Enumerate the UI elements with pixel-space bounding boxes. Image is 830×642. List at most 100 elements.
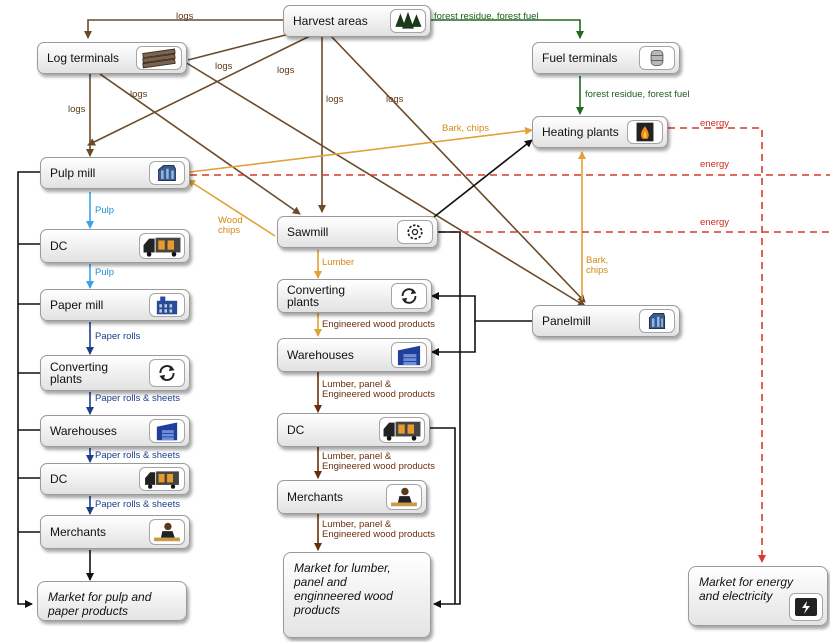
edge-label-bark-chips: Bark, chips [442,123,489,134]
node-converting-plants-left: Converting plants [40,355,190,391]
edge-logterminals-sawmill [99,73,301,215]
node-merchants-left: Merchants [40,515,190,549]
edge-label-logs: logs [68,104,86,115]
edge-label-forest-residue: forest residue, forest fuel [585,89,690,100]
edge-pulpmill-heating-chips [189,126,533,173]
edge-left-market-bus [17,171,40,608]
edge-sawmill-heating [419,139,533,229]
node-label: Converting plants [287,283,346,309]
edge-label-forest-residue: forest residue, forest fuel [434,11,539,22]
fire-icon [627,120,663,144]
market-energy: Market for energy and electricity [688,566,828,626]
node-label: DC [287,423,305,437]
node-label: Warehouses [287,348,354,362]
cycle-arrows-icon [391,283,427,309]
market-lumber: Market for lumber, panel and enginneered… [283,552,431,638]
node-paper-mill: Paper mill [40,289,190,321]
node-label: Warehouses [50,424,117,438]
node-label: Pulp mill [50,166,96,180]
edge-label-energy: energy [700,118,730,129]
node-sawmill: Sawmill [277,216,438,248]
edge-panelmill-converting [431,292,532,322]
edge-label-energy: energy [700,217,730,228]
node-label: Heating plants [542,125,619,139]
power-outlet-icon [789,593,823,621]
factory-icon [149,161,185,185]
node-label: Sawmill [287,225,329,239]
market-label: Market for energy and electricity [699,575,794,603]
truck-icon [139,233,185,259]
edge-label-pulp: Pulp [95,267,115,278]
node-label: Paper mill [50,298,104,312]
edge-sawmill-pulpmill-chips [187,179,276,237]
edge-label-pulp: Pulp [95,205,115,216]
warehouse-icon [391,342,427,368]
edge-harvest-pulpmill-1 [87,34,313,146]
node-label: Merchants [287,490,344,504]
edge-label-wood-chips: Wood chips [218,215,243,236]
edge-label-logs: logs [386,94,404,105]
node-pulp-mill: Pulp mill [40,157,190,189]
edge-label-logs: logs [215,61,233,72]
edge-label-logs: logs [277,65,295,76]
edge-label-lumber: Lumber [322,257,355,268]
market-label: Market for pulp and paper products [48,590,152,618]
node-dc-left: DC [40,229,190,263]
edge-harvest-fuelterminals [430,19,584,39]
node-label: Harvest areas [293,14,368,28]
edge-sawmill-market [433,231,461,608]
edge-label-paper-rolls: Paper rolls [95,331,141,342]
truck-icon [139,467,185,491]
edge-dc-market [430,427,456,604]
merchant-person-icon [149,519,185,545]
node-merchants-mid: Merchants [277,480,427,514]
edge-label-paper-rolls-sheets: Paper rolls & sheets [95,499,181,510]
node-label: Merchants [50,525,107,539]
warehouse-icon [149,419,185,443]
paper-mill-icon [149,293,185,317]
edge-heating-energy [668,127,766,563]
edge-label-energy: energy [700,159,730,170]
edge-label-logs: logs [130,89,148,100]
edge-panelmill-warehouses [431,321,476,356]
node-log-terminals: Log terminals [37,42,187,74]
factory-icon [639,309,675,333]
edge-label-lumber-panel: Lumber, panel & Engineered wood products [322,379,436,400]
edge-label-paper-rolls-sheets: Paper rolls & sheets [95,393,181,404]
node-dc-mid: DC [277,413,430,447]
edge-harvest-panelmill [329,34,586,303]
fuel-tank-icon [639,46,675,70]
market-pulp-paper: Market for pulp and paper products [37,581,187,621]
node-label: Panelmill [542,314,591,328]
edge-label-logs: logs [176,11,194,22]
node-warehouses-mid: Warehouses [277,338,432,372]
node-dc-left-2: DC [40,463,190,495]
edge-label-logs: logs [326,94,344,105]
edge-logterminals-panelmill [184,61,586,307]
node-panelmill: Panelmill [532,305,680,337]
node-harvest-areas: Harvest areas [283,5,431,37]
edge-label-lumber-panel: Lumber, panel & Engineered wood products [322,451,436,472]
node-label: Fuel terminals [542,51,618,65]
edge-harvest-logterminals [84,19,285,39]
node-fuel-terminals: Fuel terminals [532,42,680,74]
node-label: Log terminals [47,51,120,65]
trees-icon [390,9,426,33]
node-converting-plants-mid: Converting plants [277,279,432,313]
node-warehouses-left: Warehouses [40,415,190,447]
merchant-person-icon [386,484,422,510]
market-label: Market for lumber, panel and enginneered… [294,561,393,617]
saw-gear-icon [397,220,433,244]
node-label: DC [50,472,68,486]
log-pile-icon [136,46,182,70]
truck-icon [379,417,425,443]
cycle-arrows-icon [149,359,185,387]
node-heating-plants: Heating plants [532,116,668,148]
node-label: DC [50,239,68,253]
edge-label-paper-rolls-sheets: Paper rolls & sheets [95,450,181,461]
node-label: Converting plants [50,360,109,386]
edge-label-bark-chips: Bark, chips [586,255,609,276]
edge-label-lumber-panel: Lumber, panel & Engineered wood products [322,519,436,540]
edge-label-engineered: Engineered wood products [322,319,436,330]
